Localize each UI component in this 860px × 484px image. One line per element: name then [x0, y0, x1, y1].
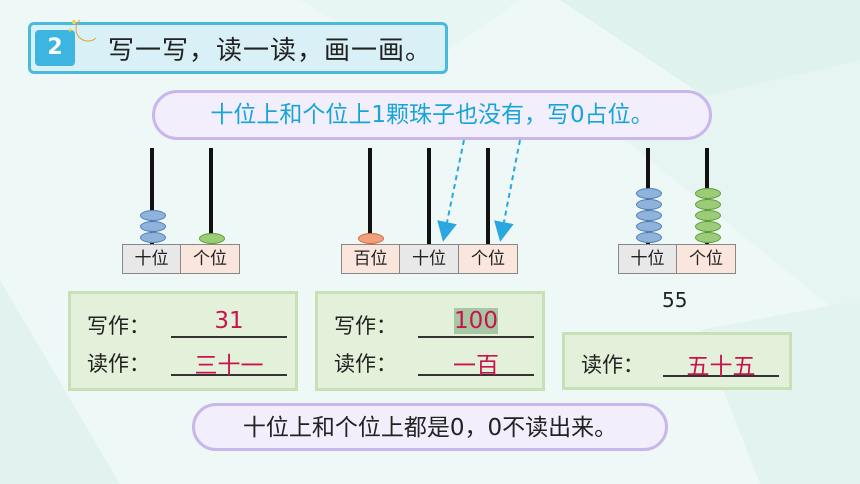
answer-card-middle: 写作： 100 读作： 一百	[315, 291, 545, 391]
bead	[140, 221, 166, 232]
rod-hundreds	[368, 148, 372, 244]
write-label: 写作：	[87, 314, 150, 338]
answer-card-left: 写作： 31 读作： 三十一	[68, 291, 298, 391]
exercise-number: 2	[35, 30, 75, 66]
read-label: 读作：	[581, 353, 644, 377]
callout-bottom: 十位上和个位上都是0，0不读出来。	[192, 403, 668, 451]
bead	[358, 233, 384, 244]
write-label: 写作：	[334, 314, 397, 338]
number-55: 55	[662, 288, 688, 312]
read-answer: 一百	[453, 353, 499, 379]
label-ones: 个位	[676, 244, 736, 274]
read-underline	[171, 374, 287, 376]
read-underline	[663, 375, 779, 377]
label-ones: 个位	[180, 244, 240, 274]
label-tens: 十位	[618, 244, 677, 274]
exercise-title: 写一写，读一读，画一画。	[108, 36, 433, 66]
callout-top-text: 十位上和个位上1颗珠子也没有，写0占位。	[210, 102, 654, 128]
bead	[636, 221, 662, 232]
callout-top: 十位上和个位上1颗珠子也没有，写0占位。	[152, 90, 712, 140]
read-label: 读作：	[334, 352, 397, 376]
title-box	[28, 22, 448, 74]
label-tens: 十位	[122, 244, 181, 274]
bead	[140, 210, 166, 221]
bead	[199, 233, 225, 244]
write-answer: 100	[418, 308, 534, 334]
bead	[636, 199, 662, 210]
bead	[695, 232, 721, 243]
write-underline	[171, 336, 287, 338]
bead	[695, 210, 721, 221]
read-answer: 五十五	[686, 354, 756, 380]
bead	[636, 210, 662, 221]
moon-icon	[68, 19, 97, 42]
bead	[695, 188, 721, 199]
bead	[636, 232, 662, 243]
label-hundreds: 百位	[341, 244, 400, 274]
rod-tens	[150, 148, 154, 244]
write-answer-text: 100	[454, 308, 498, 334]
bead	[695, 199, 721, 210]
rod-ones	[486, 148, 490, 244]
read-label: 读作：	[87, 352, 150, 376]
bead	[140, 232, 166, 243]
rod-ones	[209, 148, 213, 244]
callout-bottom-text: 十位上和个位上都是0，0不读出来。	[242, 415, 618, 441]
read-answer: 三十一	[194, 353, 264, 379]
write-answer: 31	[214, 308, 244, 334]
rod-tens	[427, 148, 431, 244]
read-underline	[418, 374, 534, 376]
bead	[695, 221, 721, 232]
bead	[636, 188, 662, 199]
label-ones: 个位	[458, 244, 518, 274]
answer-card-right: 读作： 五十五	[562, 332, 792, 390]
write-underline	[418, 336, 534, 338]
label-tens: 十位	[399, 244, 459, 274]
